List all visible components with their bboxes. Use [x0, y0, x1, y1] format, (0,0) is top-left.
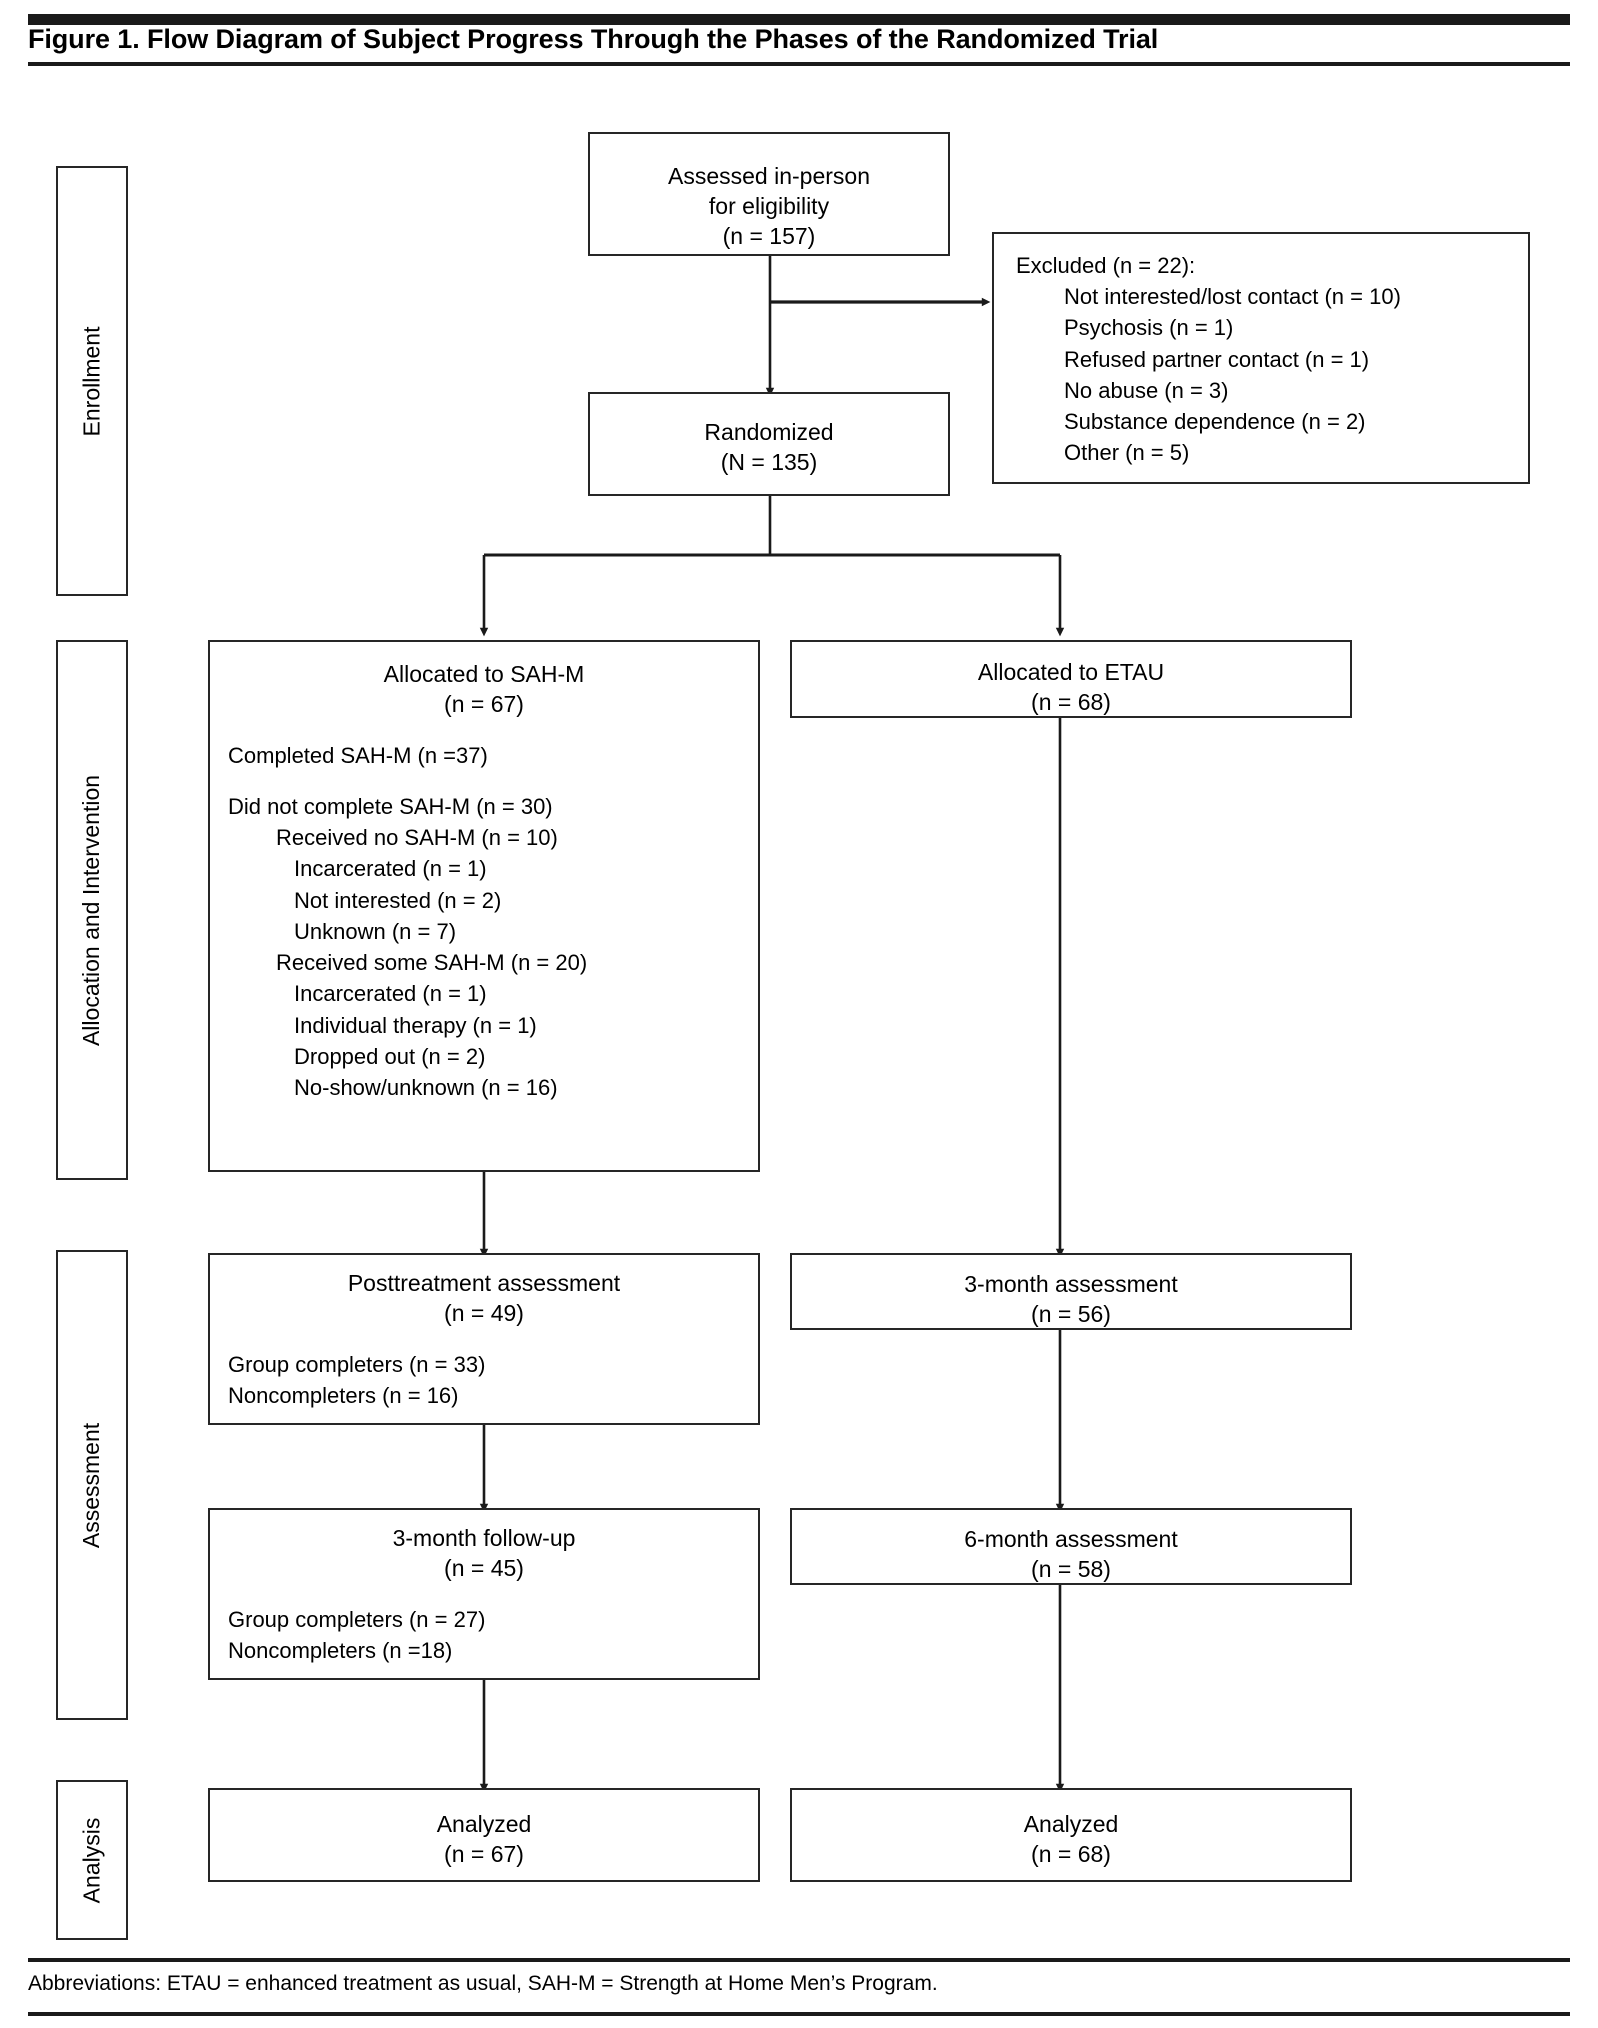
- node-analyzed-sahm: Analyzed (n = 67): [208, 1788, 760, 1882]
- sahm-item-3: Incarcerated (n = 1): [294, 856, 487, 882]
- stage-allocation: Allocation and Intervention: [56, 640, 128, 1180]
- sahm-item-10: No-show/unknown (n = 16): [294, 1075, 558, 1101]
- figure-footnote: Abbreviations: ETAU = enhanced treatment…: [28, 1972, 938, 1995]
- node-analyzed-etau-line-1: Analyzed: [1023, 1811, 1119, 1837]
- node-m6etau-line-1: 6-month assessment: [964, 1526, 1178, 1552]
- node-analyzed-etau: Analyzed (n = 68): [790, 1788, 1352, 1882]
- node-randomized: Randomized (N = 135): [588, 392, 950, 496]
- stage-analysis: Analysis: [56, 1780, 128, 1940]
- sahm-item-2: Received no SAH-M (n = 10): [276, 825, 558, 851]
- sahm-item-1: Did not complete SAH-M (n = 30): [228, 794, 553, 820]
- stage-label-enrollment: Enrollment: [78, 326, 105, 436]
- node-allocated-etau-line-1: Allocated to ETAU: [977, 659, 1165, 685]
- node-allocated-etau-line-2: (n = 68): [1031, 688, 1111, 715]
- node-assessed-line-2: for eligibility: [708, 192, 830, 219]
- node-allocated-etau-head: Allocated to ETAU (n = 68): [792, 642, 1350, 718]
- node-m6etau-head: 6-month assessment (n = 58): [792, 1510, 1350, 1585]
- node-6month-assessment-etau: 6-month assessment (n = 58): [790, 1508, 1352, 1585]
- stage-label-assessment: Assessment: [78, 1422, 105, 1548]
- excluded-item-2: Psychosis (n = 1): [1064, 315, 1234, 341]
- node-allocated-sahm-line-2: (n = 67): [444, 690, 524, 717]
- node-m3sahm-body: Group completers (n = 27) Noncompleters …: [210, 1584, 758, 1666]
- spacer: [228, 1329, 758, 1349]
- post-item-1: Noncompleters (n = 16): [228, 1383, 459, 1409]
- node-analyzed-etau-line-2: (n = 68): [1031, 1840, 1111, 1867]
- sahm-item-5: Unknown (n = 7): [294, 918, 457, 944]
- node-post-head: Posttreatment assessment (n = 49): [210, 1255, 758, 1329]
- m3sahm-item-1: Noncompleters (n =18): [228, 1638, 453, 1664]
- node-randomized-head: Randomized (N = 135): [590, 394, 948, 478]
- node-m3sahm-line-1: 3-month follow-up: [392, 1525, 576, 1551]
- post-item-0: Group completers (n = 33): [228, 1351, 486, 1377]
- node-m3sahm-head: 3-month follow-up (n = 45): [210, 1510, 758, 1584]
- stage-assessment: Assessment: [56, 1250, 128, 1720]
- sahm-item-7: Incarcerated (n = 1): [294, 981, 487, 1007]
- node-m3etau-line-1: 3-month assessment: [964, 1271, 1178, 1297]
- node-post-body: Group completers (n = 33) Noncompleters …: [210, 1329, 758, 1411]
- footnote-top-rule: [28, 1958, 1570, 1962]
- node-3month-followup-sahm: 3-month follow-up (n = 45) Group complet…: [208, 1508, 760, 1680]
- figure-title: Figure 1. Flow Diagram of Subject Progre…: [28, 24, 1159, 54]
- node-assessed-for-eligibility: Assessed in-person for eligibility (n = …: [588, 132, 950, 256]
- node-m6etau-line-2: (n = 58): [1031, 1555, 1111, 1582]
- node-post-line-2: (n = 49): [444, 1299, 524, 1326]
- stage-enrollment: Enrollment: [56, 166, 128, 596]
- node-assessed-line-1: Assessed in-person: [668, 163, 870, 189]
- spacer: [228, 1584, 758, 1604]
- node-analyzed-sahm-head: Analyzed (n = 67): [210, 1790, 758, 1870]
- spacer: [228, 771, 758, 791]
- node-3month-assessment-etau: 3-month assessment (n = 56): [790, 1253, 1352, 1330]
- node-excluded-body: Excluded (n = 22): Not interested/lost c…: [994, 234, 1528, 469]
- node-posttreatment-assessment: Posttreatment assessment (n = 49) Group …: [208, 1253, 760, 1425]
- sahm-item-6: Received some SAH-M (n = 20): [276, 950, 588, 976]
- excluded-item-1: Not interested/lost contact (n = 10): [1064, 284, 1401, 310]
- stage-label-allocation: Allocation and Intervention: [78, 774, 105, 1046]
- excluded-item-3: Refused partner contact (n = 1): [1064, 346, 1370, 372]
- node-assessed-head: Assessed in-person for eligibility (n = …: [590, 134, 948, 252]
- node-analyzed-sahm-line-2: (n = 67): [444, 1840, 524, 1867]
- node-assessed-line-3: (n = 157): [722, 222, 816, 249]
- node-allocated-sahm-head: Allocated to SAH-M (n = 67): [210, 642, 758, 720]
- node-allocated-sahm: Allocated to SAH-M (n = 67) Completed SA…: [208, 640, 760, 1172]
- spacer: [228, 720, 758, 740]
- excluded-item-4: No abuse (n = 3): [1064, 377, 1229, 403]
- sahm-item-0: Completed SAH-M (n =37): [228, 742, 488, 768]
- node-post-line-1: Posttreatment assessment: [347, 1270, 621, 1296]
- excluded-item-6: Other (n = 5): [1064, 440, 1190, 466]
- node-allocated-etau: Allocated to ETAU (n = 68): [790, 640, 1352, 718]
- node-m3etau-line-2: (n = 56): [1031, 1300, 1111, 1327]
- node-analyzed-sahm-line-1: Analyzed: [436, 1811, 532, 1837]
- node-m3etau-head: 3-month assessment (n = 56): [792, 1255, 1350, 1330]
- node-allocated-sahm-line-1: Allocated to SAH-M: [383, 661, 585, 687]
- node-excluded: Excluded (n = 22): Not interested/lost c…: [992, 232, 1530, 484]
- title-underrule: [28, 62, 1570, 66]
- node-randomized-line-1: Randomized: [704, 419, 834, 445]
- bottom-rule: [28, 2012, 1570, 2016]
- excluded-item-5: Substance dependence (n = 2): [1064, 409, 1366, 435]
- top-rule: [28, 14, 1570, 25]
- node-m3sahm-line-2: (n = 45): [444, 1554, 524, 1581]
- sahm-item-4: Not interested (n = 2): [294, 887, 502, 913]
- node-allocated-sahm-body: Completed SAH-M (n =37) Did not complete…: [210, 720, 758, 1104]
- node-randomized-line-2: (N = 135): [720, 448, 818, 475]
- stage-label-analysis: Analysis: [78, 1817, 105, 1903]
- excluded-item-0: Excluded (n = 22):: [1016, 253, 1196, 278]
- node-analyzed-etau-head: Analyzed (n = 68): [792, 1790, 1350, 1870]
- m3sahm-item-0: Group completers (n = 27): [228, 1606, 486, 1632]
- sahm-item-8: Individual therapy (n = 1): [294, 1012, 537, 1038]
- sahm-item-9: Dropped out (n = 2): [294, 1043, 486, 1069]
